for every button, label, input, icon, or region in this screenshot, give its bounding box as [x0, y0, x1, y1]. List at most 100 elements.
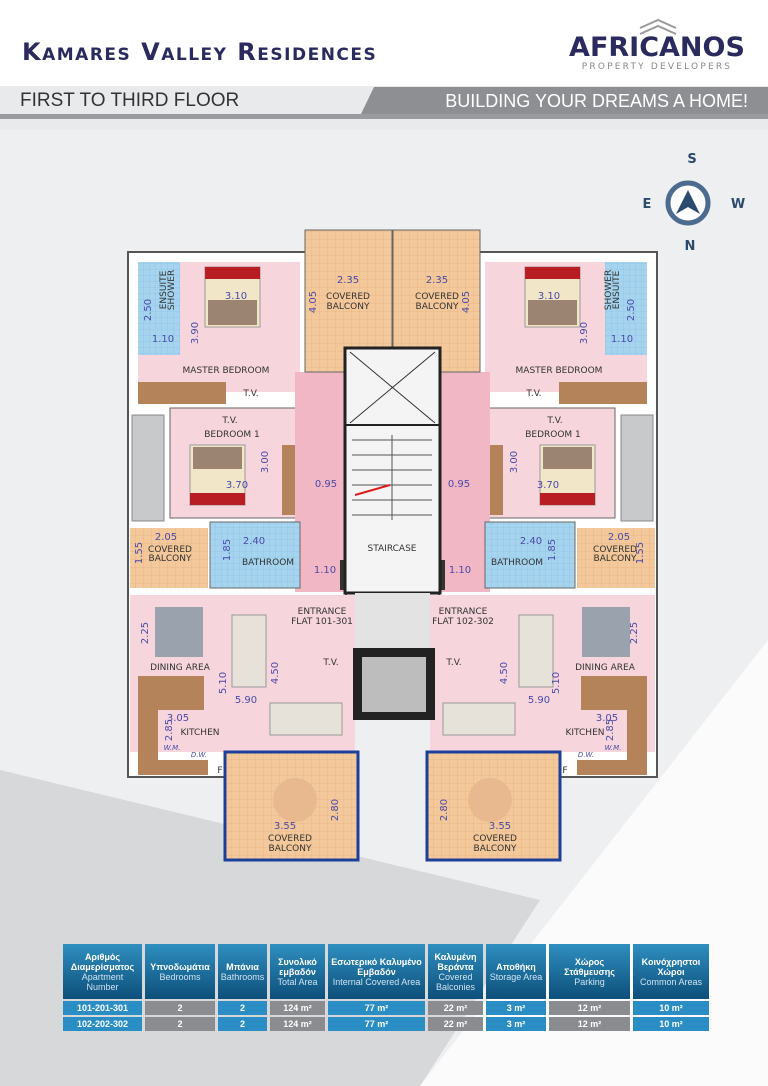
table-cell: 3 m²: [486, 1017, 546, 1031]
room-label-kitchen: KITCHEN: [181, 728, 220, 738]
staircase: [343, 346, 442, 595]
dimension-liv_h: 5.10: [218, 672, 229, 694]
room-label-tv: T.V.: [221, 416, 237, 426]
header-greek: Μπάνια: [226, 961, 259, 972]
room-label-shower: SHOWER: [167, 270, 177, 310]
header-english: Bedrooms: [159, 971, 201, 982]
dimension-liv_w: 5.90: [528, 695, 550, 706]
dimension-liv_h2: 4.50: [270, 662, 281, 684]
header-greek: Κοινόχρηστοι Χώροι: [641, 956, 701, 977]
header-divider: [0, 114, 768, 119]
compass-e: E: [643, 197, 652, 212]
room-label-ensuite: ENSUITE: [612, 270, 622, 309]
dimension-sh_h: 2.50: [626, 299, 637, 321]
table-cell: 124 m²: [270, 1017, 325, 1031]
room-label-balcony: BALCONY: [149, 554, 192, 564]
elevator-car: [362, 657, 426, 712]
header-english: Internal Covered Area: [332, 976, 421, 987]
dimension-liv_w: 5.90: [235, 695, 257, 706]
room-label-dining: DINING AREA: [150, 663, 211, 673]
header-greek: Καλυμένη Βεράντα: [434, 951, 477, 972]
dimension-sh_w: 1.10: [611, 334, 633, 345]
room-label-entrance: ENTRANCE: [439, 607, 488, 617]
compass-w: W: [731, 197, 745, 212]
room-label-bedroom1: BEDROOM 1: [204, 430, 260, 440]
room-label-covered: COVERED: [326, 292, 370, 302]
table-cell: 22 m²: [428, 1017, 483, 1031]
room-label-wm: W.M.: [164, 744, 181, 752]
dimension-bt_w: 2.35: [337, 275, 359, 286]
dimension-bb_w: 3.55: [489, 821, 511, 832]
room-label-staircase: STAIRCASE: [368, 544, 417, 554]
header-english: Bathrooms: [220, 971, 265, 982]
logo-name: AFRICANOS: [569, 32, 745, 63]
room-label-master_bedroom: MASTER BEDROOM: [183, 366, 270, 376]
dimension-ent: 1.10: [449, 565, 471, 576]
table-cell: 124 m²: [270, 1001, 325, 1015]
table-cell: 12 m²: [549, 1001, 630, 1015]
room-label-bathroom: BATHROOM: [242, 558, 294, 568]
header-greek: Συνολικό εμβαδόν: [278, 956, 317, 977]
room-label-entrance: ENTRANCE: [298, 607, 347, 617]
header-greek: Χώρος Στάθμευσης: [564, 956, 615, 977]
header-greek: Αριθμός Διαμερίσματος: [70, 951, 135, 972]
dimension-mb_w: 3.10: [225, 291, 247, 302]
room-label-covered: COVERED: [148, 545, 192, 555]
compass-s: S: [687, 152, 696, 167]
room-label-covered: COVERED: [268, 834, 312, 844]
header-english: Covered Balconies: [435, 971, 476, 992]
room-label-tv: T.V.: [445, 658, 461, 668]
room-label-balcony: BALCONY: [594, 554, 637, 564]
table-cell: 3 m²: [486, 1001, 546, 1015]
dimension-sh_w: 1.10: [152, 334, 174, 345]
table-cell: 102-202-302: [63, 1017, 142, 1031]
header-greek: Υπνοδωμάτια: [150, 961, 210, 972]
dimension-cor: 0.95: [315, 479, 337, 490]
header-greek: Αποθήκη: [496, 961, 536, 972]
dimension-sb_w: 2.05: [608, 532, 630, 543]
dimension-b1_w: 3.70: [537, 480, 559, 491]
dimension-kit_w: 3.05: [596, 713, 618, 724]
table-cell: 77 m²: [328, 1017, 425, 1031]
table-cell: 22 m²: [428, 1001, 483, 1015]
room-label-shower: SHOWER: [604, 270, 614, 310]
table-cell: 10 m²: [633, 1001, 709, 1015]
dimension-ba_w: 2.40: [243, 536, 265, 547]
room-label-dw: D.W.: [191, 751, 207, 759]
project-title: Kamares Valley Residences: [22, 38, 378, 66]
header-english: Parking: [574, 976, 605, 987]
dimension-b1_h: 3.00: [260, 451, 271, 473]
dimension-sb_h: 1.55: [635, 542, 646, 564]
header-english: Apartment Number: [81, 971, 124, 992]
header-greek: Εσωτερικό Καλυμένο Εμβαδόν: [331, 956, 422, 977]
room-label-bedroom1: BEDROOM 1: [525, 430, 581, 440]
dimension-mb_w: 3.10: [538, 291, 560, 302]
room-label-tv: T.V.: [546, 416, 562, 426]
logo-subtitle: PROPERTY DEVELOPERS: [581, 62, 733, 72]
room-label-wm: W.M.: [605, 744, 622, 752]
room-label-tv: T.V.: [525, 389, 541, 399]
dimension-b1_h: 3.00: [509, 451, 520, 473]
room-label-flat_left: FLAT 101-301: [291, 617, 353, 627]
dimension-bb_h: 2.80: [439, 799, 450, 821]
dimension-ba_h: 1.85: [222, 539, 233, 561]
room-label-balcony: BALCONY: [416, 302, 459, 312]
room-label-master_bedroom: MASTER BEDROOM: [516, 366, 603, 376]
dimension-din: 2.25: [629, 622, 640, 644]
header-english: Common Areas: [639, 976, 703, 987]
header-english: Storage Area: [489, 971, 543, 982]
room-label-ensuite: ENSUITE: [159, 270, 169, 309]
dimension-bt_h: 4.05: [461, 291, 472, 313]
compass-icon: S E W N: [643, 152, 746, 254]
room-label-balcony: BALCONY: [269, 844, 312, 854]
dimension-sh_h: 2.50: [143, 299, 154, 321]
